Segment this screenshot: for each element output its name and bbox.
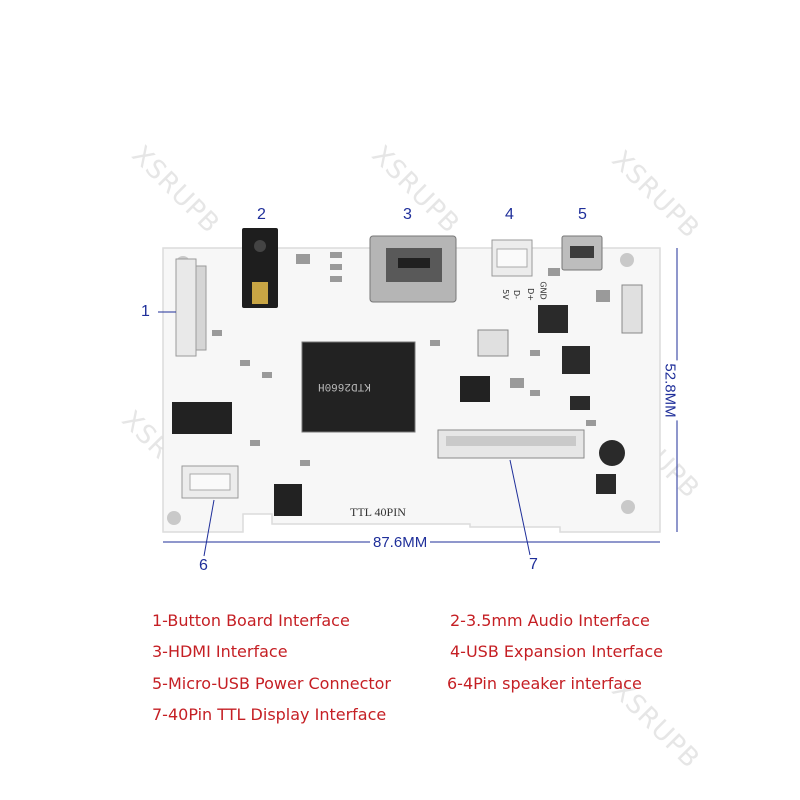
legend-item-1: 1-Button Board Interface	[152, 611, 350, 630]
ic-chip	[460, 376, 490, 402]
speaker-connector	[181, 465, 239, 499]
mounting-hole	[620, 253, 634, 267]
callout-4: 4	[505, 206, 514, 223]
micro-usb-connector	[561, 235, 603, 271]
callout-3: 3	[403, 206, 412, 223]
pin-header	[621, 284, 643, 334]
ic-chip	[172, 402, 232, 434]
legend-item-2: 2-3.5mm Audio Interface	[450, 611, 650, 630]
leader-line-7	[509, 459, 531, 556]
leader-line-6	[203, 499, 215, 557]
callout-2: 2	[257, 206, 266, 223]
callout-5: 5	[578, 206, 587, 223]
ic-chip	[477, 329, 509, 357]
legend-item-5: 5-Micro-USB Power Connector	[152, 674, 391, 693]
fpc-40pin-connector	[437, 429, 585, 459]
mounting-hole	[621, 500, 635, 514]
legend-item-3: 3-HDMI Interface	[152, 642, 288, 661]
callout-1: 1	[141, 303, 150, 320]
inductor	[599, 440, 625, 466]
mounting-hole	[167, 511, 181, 525]
usb-pin-label: 5V	[500, 289, 510, 300]
button-board-connector	[175, 258, 207, 357]
legend-item-6: 6-4Pin speaker interface	[447, 674, 642, 693]
audio-jack	[242, 228, 278, 308]
usb-pin-label: D+	[525, 288, 535, 301]
usb-pin-label: GND	[538, 281, 548, 300]
legend-item-4: 4-USB Expansion Interface	[450, 642, 663, 661]
main-chip	[301, 341, 416, 433]
ic-chip	[274, 484, 302, 516]
ic-chip	[596, 474, 616, 494]
passive-components	[212, 252, 610, 466]
width-dimension-label: 87.6MM	[370, 534, 431, 551]
ic-chip	[538, 305, 568, 333]
ic-chip	[570, 396, 590, 410]
hdmi-connector	[369, 235, 457, 303]
legend-item-7: 7-40Pin TTL Display Interface	[152, 705, 387, 724]
callout-6: 6	[199, 557, 208, 574]
ic-chip	[562, 346, 590, 374]
chip-marking: KTD2660H	[318, 380, 371, 392]
usb-pin-label: D-	[512, 289, 522, 300]
usb-expansion-connector	[491, 239, 533, 277]
callout-7: 7	[529, 556, 538, 573]
ttl-40pin-label: TTL 40PIN	[350, 505, 406, 519]
height-dimension-label: 52.8MM	[661, 360, 679, 421]
